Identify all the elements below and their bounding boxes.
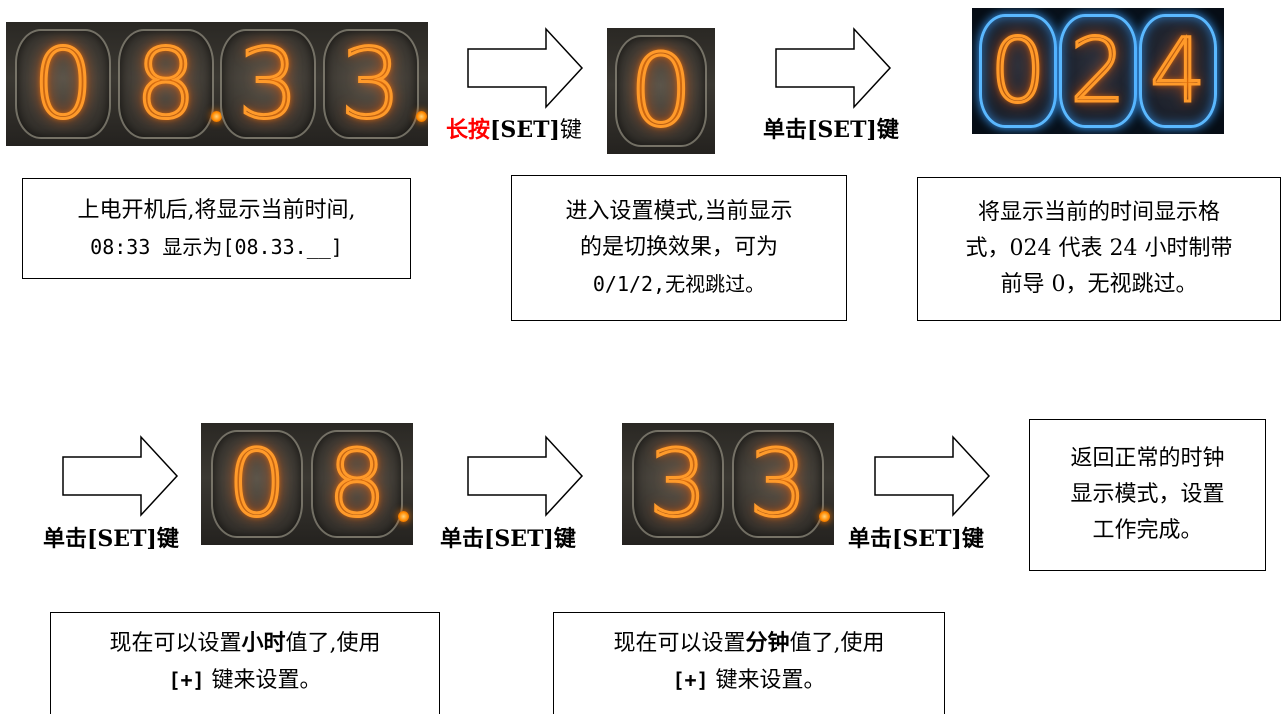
step-startup-box: 上电开机后,将显示当前时间, 08:33 显示为[08.33.__] <box>22 178 411 279</box>
step-effect-box: 进入设置模式,当前显示 的是切换效果，可为 0/1/2,无视跳过。 <box>511 175 847 321</box>
nixie-digit: 0 <box>989 18 1048 122</box>
box-text-line: 式，024 代表 24 小时制带 <box>965 236 1233 261</box>
nixie-digit: 8 <box>134 28 198 140</box>
box-text-line: 进入设置模式,当前显示 <box>565 199 793 224</box>
arrow-icon <box>466 435 584 517</box>
nixie-digit: 3 <box>747 430 809 537</box>
box-text-line: [+] 键来设置。 <box>672 668 826 693</box>
key-suffix-text: 键 <box>559 118 582 143</box>
decimal-point <box>819 510 830 522</box>
nixie-display-minutes: 3 3 <box>622 423 834 545</box>
arrow-icon <box>873 435 991 517</box>
nixie-tube: 2 <box>1059 13 1137 129</box>
decimal-point <box>210 111 222 123</box>
nixie-display-effect: 0 <box>607 28 715 154</box>
nixie-tube: 4 <box>1139 13 1217 129</box>
nixie-digit: 3 <box>339 28 403 140</box>
nixie-tube: 8 <box>117 28 222 140</box>
box-text-line: 工作完成。 <box>1092 518 1203 543</box>
decimal-point <box>398 510 409 522</box>
arrow-icon <box>774 27 892 109</box>
box-text-line: 显示模式，设置 <box>1070 482 1225 507</box>
nixie-tube: 3 <box>632 429 724 539</box>
click-set-label: 单击[SET]键 <box>848 526 984 552</box>
nixie-display-time: 0 8 3 3 <box>6 22 428 146</box>
long-press-text: 长按 <box>446 117 491 143</box>
nixie-digit: 8 <box>326 430 388 537</box>
box-text-line: 的是切换效果，可为 <box>579 235 778 260</box>
arrow-icon <box>466 27 584 109</box>
nixie-tube: 3 <box>732 429 830 539</box>
box-text-line: 上电开机后,将显示当前时间, <box>77 197 356 223</box>
nixie-digit: 0 <box>628 31 695 149</box>
nixie-tube: 0 <box>211 429 303 539</box>
box-text-line: 将显示当前的时间显示格 <box>977 200 1220 225</box>
decimal-point <box>415 111 427 123</box>
set-key-text: [SET] <box>490 117 560 143</box>
nixie-tube: 0 <box>15 28 112 140</box>
click-set-label: 单击[SET]键 <box>763 117 899 143</box>
nixie-digit: 2 <box>1069 18 1128 122</box>
box-text-line: 前导 0，无视跳过。 <box>1000 272 1198 297</box>
nixie-tube: 0 <box>979 13 1057 129</box>
click-set-label: 单击[SET]键 <box>440 526 576 552</box>
box-text-line: 08:33 显示为[08.33.__] <box>90 234 343 259</box>
box-text-line: 返回正常的时钟 <box>1070 446 1225 471</box>
nixie-digit: 4 <box>1149 18 1208 122</box>
step-minutes-box: 现在可以设置分钟值了,使用 [+] 键来设置。 <box>553 612 945 714</box>
nixie-tube: 0 <box>615 31 707 149</box>
step-format-box: 将显示当前的时间显示格 式，024 代表 24 小时制带 前导 0，无视跳过。 <box>917 177 1281 321</box>
click-set-label: 单击[SET]键 <box>43 526 179 552</box>
nixie-digit: 0 <box>31 28 95 140</box>
arrow-icon <box>61 435 179 517</box>
box-text-line: 0/1/2,无视跳过。 <box>592 272 766 296</box>
nixie-digit: 0 <box>226 430 288 537</box>
nixie-tube: 3 <box>220 28 317 140</box>
long-press-set-label: 长按[SET]键 <box>446 112 582 144</box>
nixie-digit: 3 <box>236 28 300 140</box>
box-text-line: [+] 键来设置。 <box>168 668 322 693</box>
nixie-tube: 8 <box>311 429 409 539</box>
nixie-display-format: 0 2 4 <box>972 8 1224 134</box>
nixie-digit: 3 <box>647 430 709 537</box>
nixie-display-hours: 0 8 <box>201 423 413 545</box>
nixie-tube: 3 <box>322 28 427 140</box>
step-hours-box: 现在可以设置小时值了,使用 [+] 键来设置。 <box>50 612 440 714</box>
step-finish-box: 返回正常的时钟 显示模式，设置 工作完成。 <box>1029 419 1266 571</box>
box-text-line: 现在可以设置分钟值了,使用 <box>613 630 885 656</box>
box-text-line: 现在可以设置小时值了,使用 <box>109 630 381 656</box>
